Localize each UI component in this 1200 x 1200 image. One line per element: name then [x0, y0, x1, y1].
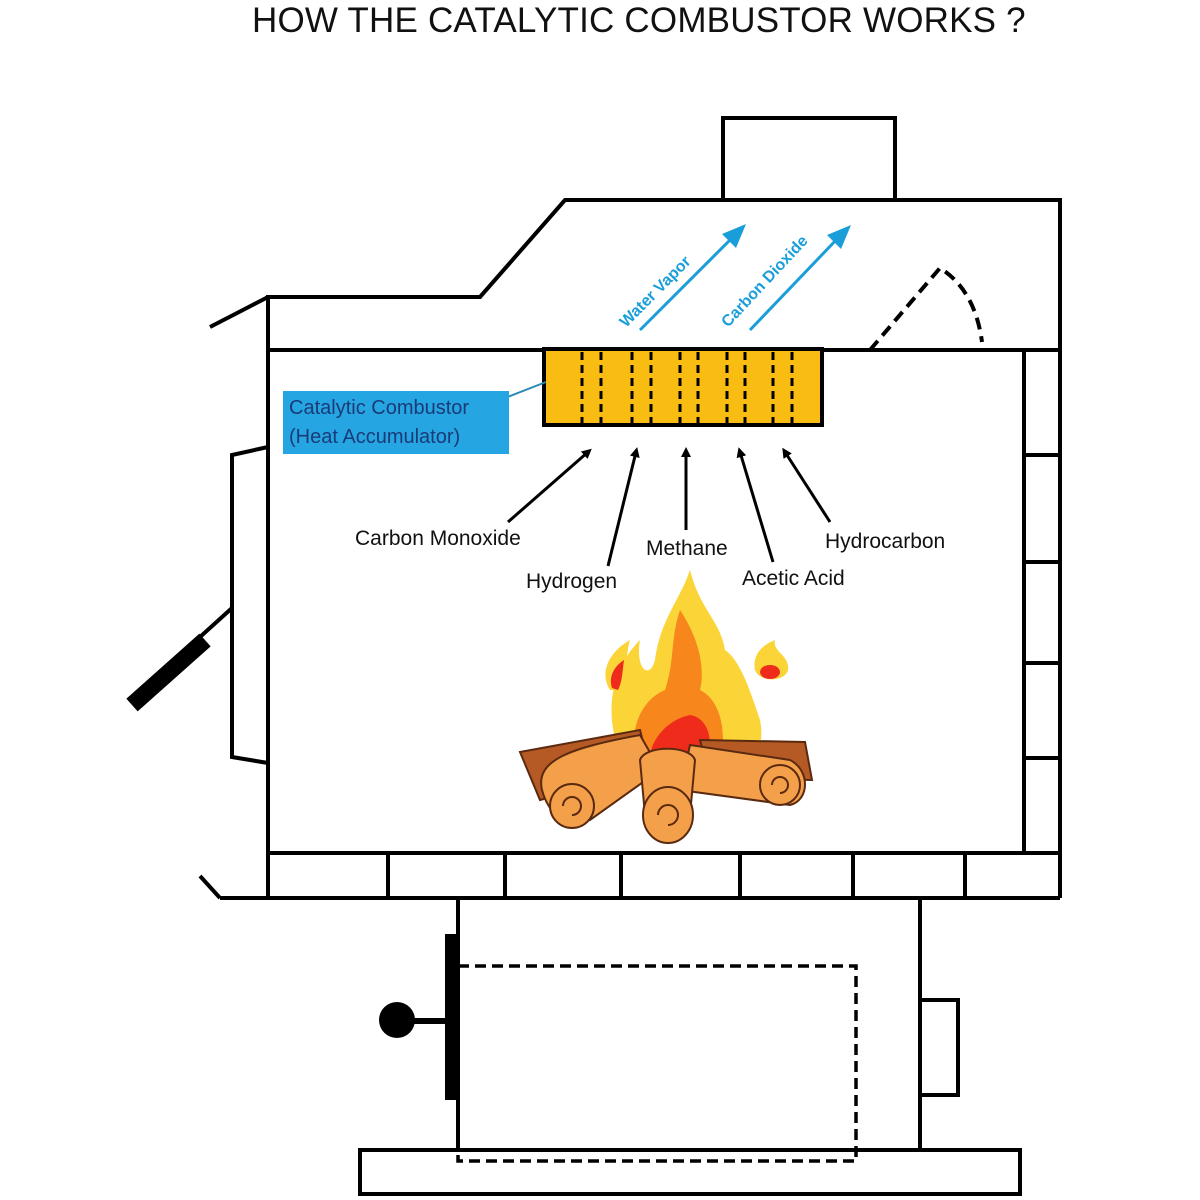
catalytic-combustor: [542, 347, 824, 427]
side-vent: [918, 998, 960, 1097]
exhaust-arrow-water-vapor: [638, 224, 746, 332]
logs-icon: [518, 728, 814, 844]
diagram-title: HOW THE CATALYTIC COMBUSTOR WORKS ?: [252, 1, 1026, 40]
label-leader-line: [504, 381, 547, 399]
bottom-lip: [198, 874, 222, 900]
catalytic-combustor-label: Catalytic Combustor (Heat Accumulator): [283, 391, 509, 454]
top-lip: [209, 295, 269, 329]
catalytic-combustor-label-line2: (Heat Accumulator): [289, 426, 461, 448]
chimney: [721, 116, 897, 200]
label-water-vapor: Water Vapor: [617, 253, 695, 331]
label-methane: Methane: [646, 537, 728, 560]
floor-bricks: [220, 851, 1060, 900]
label-hydrogen: Hydrogen: [526, 570, 617, 593]
gas-arrows: [507, 447, 832, 567]
ash-door-knob[interactable]: [379, 1002, 415, 1038]
label-carbon-monoxide: Carbon Monoxide: [355, 527, 521, 550]
exhaust-arrow-carbon-dioxide: [748, 225, 851, 332]
ash-door-bar: [445, 934, 458, 1100]
ash-drawer-dashed: [456, 964, 858, 1163]
catalytic-combustor-label-line1: Catalytic Combustor: [289, 397, 470, 419]
label-hydrocarbon: Hydrocarbon: [825, 530, 945, 553]
door-handle-stem: [198, 606, 234, 639]
side-bricks: [1024, 453, 1060, 760]
fire-icon: [605, 570, 789, 775]
damper-dashed: [868, 265, 984, 352]
front-door: [230, 445, 269, 765]
label-acetic-acid: Acetic Acid: [742, 567, 845, 590]
base-plinth: [358, 1148, 1022, 1196]
door-handle[interactable]: [126, 633, 211, 712]
ash-pedestal: [456, 898, 922, 1148]
